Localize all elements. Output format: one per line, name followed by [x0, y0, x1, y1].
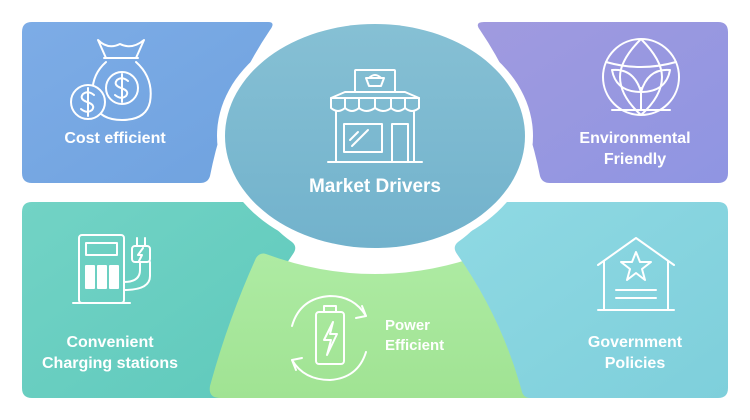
driver-label-line: Charging stations — [41, 355, 178, 372]
battery-cycle-icon — [291, 295, 367, 381]
driver-label-line: Convenient — [66, 334, 154, 351]
center-circle — [225, 24, 525, 248]
driver-label-environmental-friendly: Environmental Friendly — [560, 128, 710, 170]
money-bag-icon — [70, 39, 152, 121]
driver-label-cost-efficient: Cost efficient — [40, 128, 190, 149]
driver-label-line: Power — [385, 317, 431, 334]
card-environmental-friendly — [477, 22, 728, 183]
driver-label-line: Efficient — [385, 337, 445, 354]
card-cost-efficient — [22, 22, 273, 183]
center-label: Market Drivers — [308, 176, 442, 197]
driver-label-convenient-charging: Convenient Charging stations — [20, 332, 200, 374]
eco-globe-icon — [602, 38, 680, 116]
store-icon — [327, 69, 423, 163]
driver-label-line: Cost efficient — [64, 130, 166, 147]
driver-label-line: Environmental — [579, 130, 691, 147]
driver-label-government-policies: Government Policies — [555, 332, 715, 374]
driver-label-power-efficient: Power Efficient — [365, 316, 475, 356]
driver-label-line: Policies — [604, 355, 666, 372]
government-building-icon — [597, 237, 675, 311]
driver-label-line: Government — [587, 334, 683, 351]
driver-label-line: Friendly — [603, 151, 667, 168]
card-government-policies — [454, 202, 728, 398]
charging-station-icon — [72, 234, 151, 304]
